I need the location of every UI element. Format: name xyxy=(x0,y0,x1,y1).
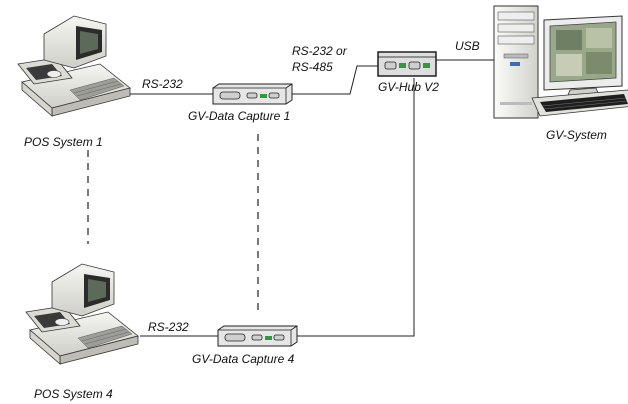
rs232-bottom-label: RS-232 xyxy=(148,320,189,334)
gv-hub-v2-label: GV-Hub V2 xyxy=(378,80,439,94)
hub-to-capture4-line xyxy=(296,78,415,337)
gv-system-pc-icon xyxy=(493,5,628,119)
connection-lines xyxy=(130,59,494,337)
gv-data-capture-1-label: GV-Data Capture 1 xyxy=(188,109,291,123)
capture1-to-hub-line xyxy=(292,65,378,95)
gv-system-label: GV-System xyxy=(546,128,607,142)
gv-hub-v2-icon xyxy=(377,51,437,77)
rs232-or-label: RS-232 or xyxy=(292,44,347,58)
continuation-dashes xyxy=(87,134,259,314)
pos-system-1-icon xyxy=(17,15,131,117)
pos-system-1-label: POS System 1 xyxy=(24,135,103,149)
pos-system-4-label: POS System 4 xyxy=(34,387,113,401)
gv-data-capture-1-icon xyxy=(212,83,293,105)
gv-data-capture-4-icon xyxy=(217,325,298,347)
rs232-top-label: RS-232 xyxy=(142,77,183,91)
gv-data-capture-4-label: GV-Data Capture 4 xyxy=(192,352,295,366)
rs485-label: RS-485 xyxy=(292,60,333,74)
pos-system-4-icon xyxy=(25,263,139,365)
usb-label: USB xyxy=(455,39,480,53)
